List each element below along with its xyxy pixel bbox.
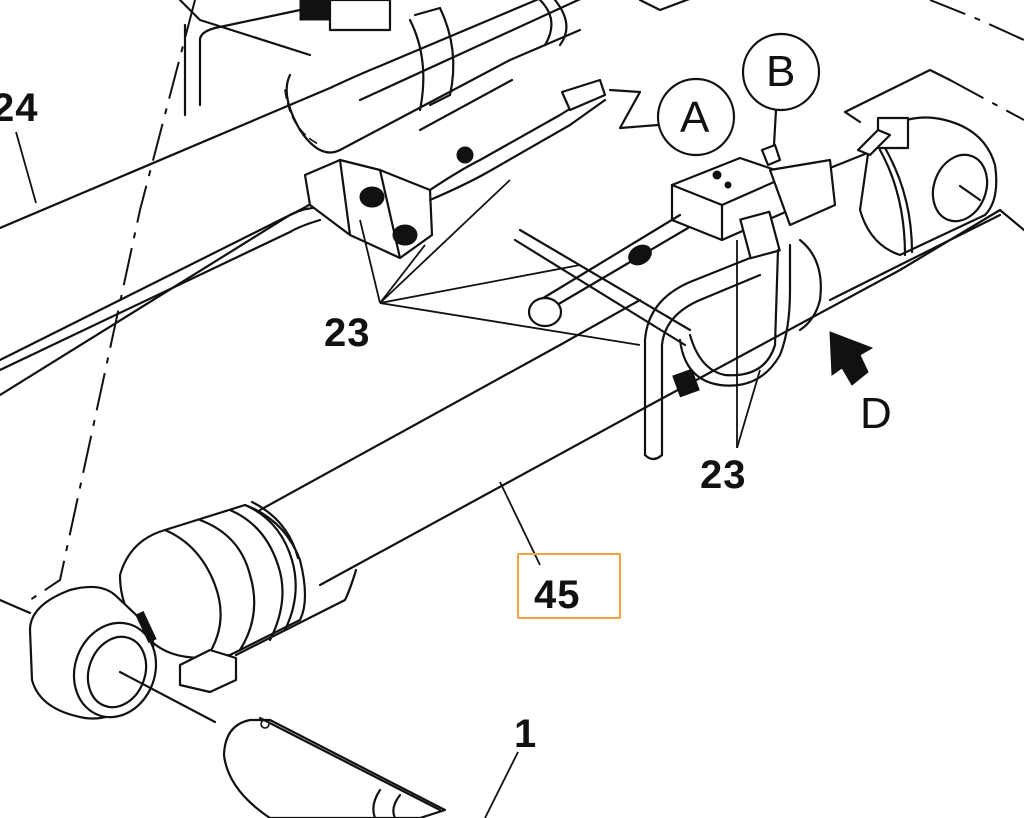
mid-hose-fittings <box>303 78 692 347</box>
pin-1 <box>222 716 447 818</box>
callout-23-upper[interactable]: 23 <box>324 311 371 355</box>
view-arrow-icon <box>829 331 874 386</box>
right-cylinder-head <box>527 0 1024 461</box>
detail-b-circle <box>741 32 821 112</box>
leaders-23-lower <box>736 240 761 449</box>
boom-cylinder-24 <box>0 0 690 397</box>
leader-45 <box>499 481 541 566</box>
callout-24[interactable]: 24 <box>0 86 39 130</box>
detail-a-label[interactable]: A <box>680 93 710 142</box>
callout-45[interactable]: 45 <box>534 573 581 617</box>
leader-24 <box>15 131 37 204</box>
detail-b-label[interactable]: B <box>766 47 796 96</box>
callout-23-lower[interactable]: 23 <box>700 453 747 497</box>
centerline-end <box>0 598 32 615</box>
centerline-left <box>29 0 196 601</box>
callout-45-highlight <box>517 553 621 619</box>
leaders-23-upper <box>359 179 641 346</box>
view-d-label: D <box>860 389 892 438</box>
main-cylinder-45 <box>28 208 1002 724</box>
callout-1[interactable]: 1 <box>514 712 538 756</box>
detail-markers <box>608 32 821 157</box>
leader-1 <box>484 751 519 818</box>
detail-a-circle <box>656 77 736 157</box>
